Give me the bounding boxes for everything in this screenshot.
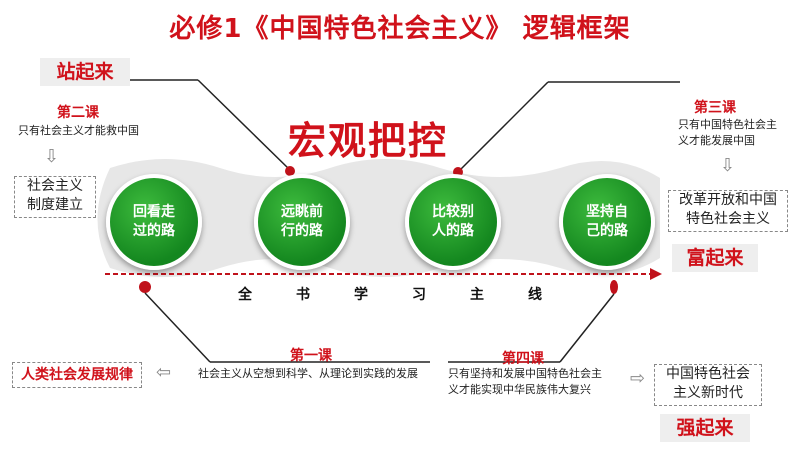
lesson3-box: 改革开放和中国 特色社会主义 bbox=[668, 190, 788, 232]
lesson1-text: 社会主义从空想到科学、从理论到实践的发展 bbox=[198, 367, 418, 380]
circle-persist: 坚持自 己的路 bbox=[559, 174, 655, 270]
down-arrow-icon: ⇩ bbox=[44, 146, 60, 167]
circle-look-forward: 远眺前 行的路 bbox=[254, 174, 350, 270]
dot-lower-left bbox=[139, 281, 151, 293]
page-title: 必修1《中国特色社会主义》 逻辑框架 bbox=[169, 14, 631, 44]
circle-look-back: 回看走 过的路 bbox=[106, 174, 202, 270]
lesson2-title: 第二课 bbox=[57, 105, 99, 121]
right-arrow-icon: ⇨ bbox=[630, 368, 646, 389]
lesson4-text: 只有坚持和发展中国特色社会主 义才能实现中华民族伟大复兴 bbox=[448, 367, 602, 396]
lesson1-box: 人类社会发展规律 bbox=[12, 362, 142, 388]
axis-arrow bbox=[650, 268, 662, 280]
lesson4-box: 中国特色社会 主义新时代 bbox=[654, 364, 762, 406]
axis-label: 全书学习主线 bbox=[238, 287, 586, 303]
line-lesson4-diag bbox=[559, 293, 615, 363]
dot-lower-right bbox=[610, 280, 618, 294]
left-arrow-icon: ⇦ bbox=[156, 362, 172, 383]
lesson2-text: 只有社会主义才能救中国 bbox=[18, 124, 139, 137]
lesson3-title: 第三课 bbox=[694, 100, 736, 116]
dot-upper-left bbox=[285, 166, 295, 176]
lesson2-box: 社会主义 制度建立 bbox=[14, 176, 96, 218]
tag-get-strong: 强起来 bbox=[660, 414, 750, 442]
lesson3-text: 只有中国特色社会主 义才能发展中国 bbox=[678, 118, 777, 147]
lesson4-title: 第四课 bbox=[502, 351, 544, 367]
band-shape bbox=[97, 159, 660, 277]
line-lesson1-diag bbox=[144, 292, 211, 363]
center-label: 宏观把控 bbox=[288, 119, 449, 163]
down-arrow-icon: ⇩ bbox=[720, 155, 736, 176]
lesson1-title: 第一课 bbox=[290, 348, 332, 364]
line-lesson3-diag bbox=[457, 81, 549, 173]
circle-compare: 比较别 人的路 bbox=[405, 174, 501, 270]
tag-get-rich: 富起来 bbox=[672, 244, 758, 272]
tag-stand-up: 站起来 bbox=[40, 58, 130, 86]
line-stand-diag bbox=[197, 79, 291, 171]
